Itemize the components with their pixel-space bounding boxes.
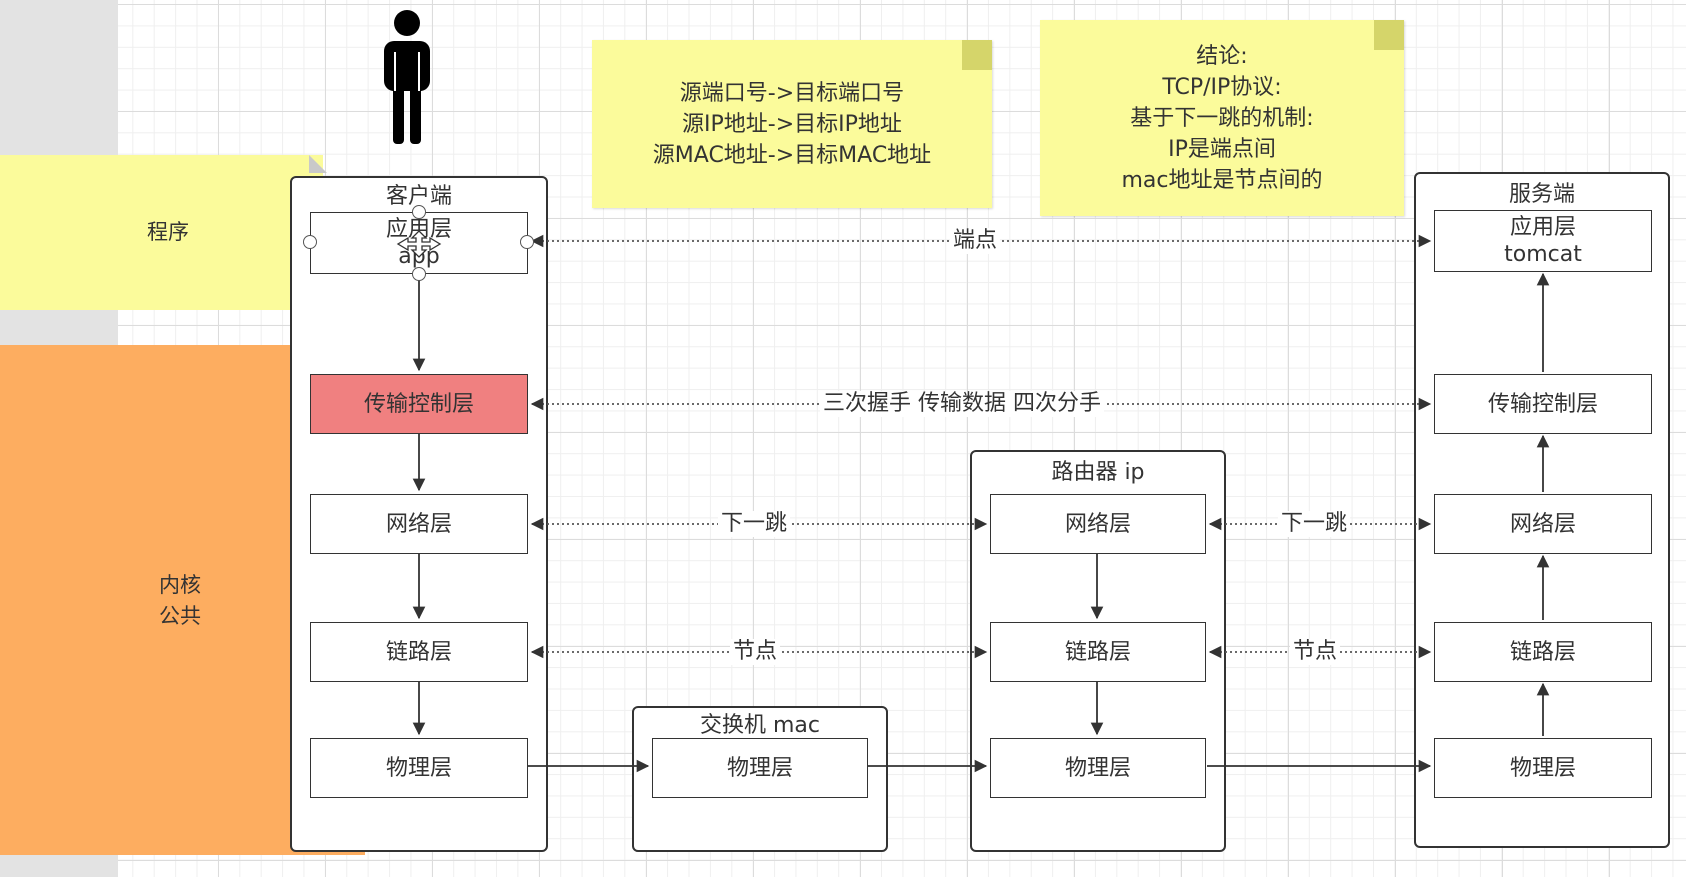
resize-handle-bottom[interactable] xyxy=(412,267,426,281)
conclusion-note[interactable]: 结论: TCP/IP协议: 基于下一跳的机制: IP是端点间 mac地址是节点间… xyxy=(1040,20,1404,216)
conclusion-text: 结论: TCP/IP协议: 基于下一跳的机制: IP是端点间 mac地址是节点间… xyxy=(1121,43,1323,193)
next-hop-right-label: 下一跳 xyxy=(1278,511,1351,537)
node-right-label: 节点 xyxy=(1290,639,1341,665)
move-cursor-icon[interactable] xyxy=(396,230,442,258)
resize-handle-right[interactable] xyxy=(520,235,534,249)
resize-handle-left[interactable] xyxy=(303,235,317,249)
client-transport-layer[interactable]: 传输控制层 xyxy=(310,374,528,434)
client-network-layer[interactable]: 网络层 xyxy=(310,494,528,554)
client-link-layer[interactable]: 链路层 xyxy=(310,622,528,682)
switch-title: 交换机 mac xyxy=(699,713,820,738)
handshake-link-label: 三次握手 传输数据 四次分手 xyxy=(820,391,1104,417)
router-physical-layer[interactable]: 物理层 xyxy=(990,738,1206,798)
address-mapping-note[interactable]: 源端口号->目标端口号 源IP地址->目标IP地址 源MAC地址->目标MAC地… xyxy=(592,40,992,208)
server-transport-layer[interactable]: 传输控制层 xyxy=(1434,374,1652,434)
server-network-layer[interactable]: 网络层 xyxy=(1434,494,1652,554)
program-band[interactable] xyxy=(0,155,323,310)
router-title: 路由器 ip xyxy=(1051,460,1145,485)
program-band-label: 程序 xyxy=(147,220,189,244)
switch-physical-layer[interactable]: 物理层 xyxy=(652,738,868,798)
server-application-layer[interactable]: 应用层 tomcat xyxy=(1434,210,1652,272)
conclusion-note-fold xyxy=(1374,20,1404,50)
server-title: 服务端 xyxy=(1508,182,1575,207)
client-title: 客户端 xyxy=(385,184,452,209)
server-link-layer[interactable]: 链路层 xyxy=(1434,622,1652,682)
program-band-fold xyxy=(309,155,327,173)
node-left-label: 节点 xyxy=(730,639,781,665)
endpoint-link-label: 端点 xyxy=(950,228,1001,254)
client-physical-layer[interactable]: 物理层 xyxy=(310,738,528,798)
next-hop-left-label: 下一跳 xyxy=(718,511,791,537)
resize-handle-top[interactable] xyxy=(412,205,426,219)
kernel-band-label: 内核 公共 xyxy=(159,573,201,628)
router-link-layer[interactable]: 链路层 xyxy=(990,622,1206,682)
address-note-fold xyxy=(962,40,992,70)
address-mapping-text: 源端口号->目标端口号 源IP地址->目标IP地址 源MAC地址->目标MAC地… xyxy=(652,80,932,168)
user-person-icon[interactable] xyxy=(378,8,436,146)
server-physical-layer[interactable]: 物理层 xyxy=(1434,738,1652,798)
router-network-layer[interactable]: 网络层 xyxy=(990,494,1206,554)
